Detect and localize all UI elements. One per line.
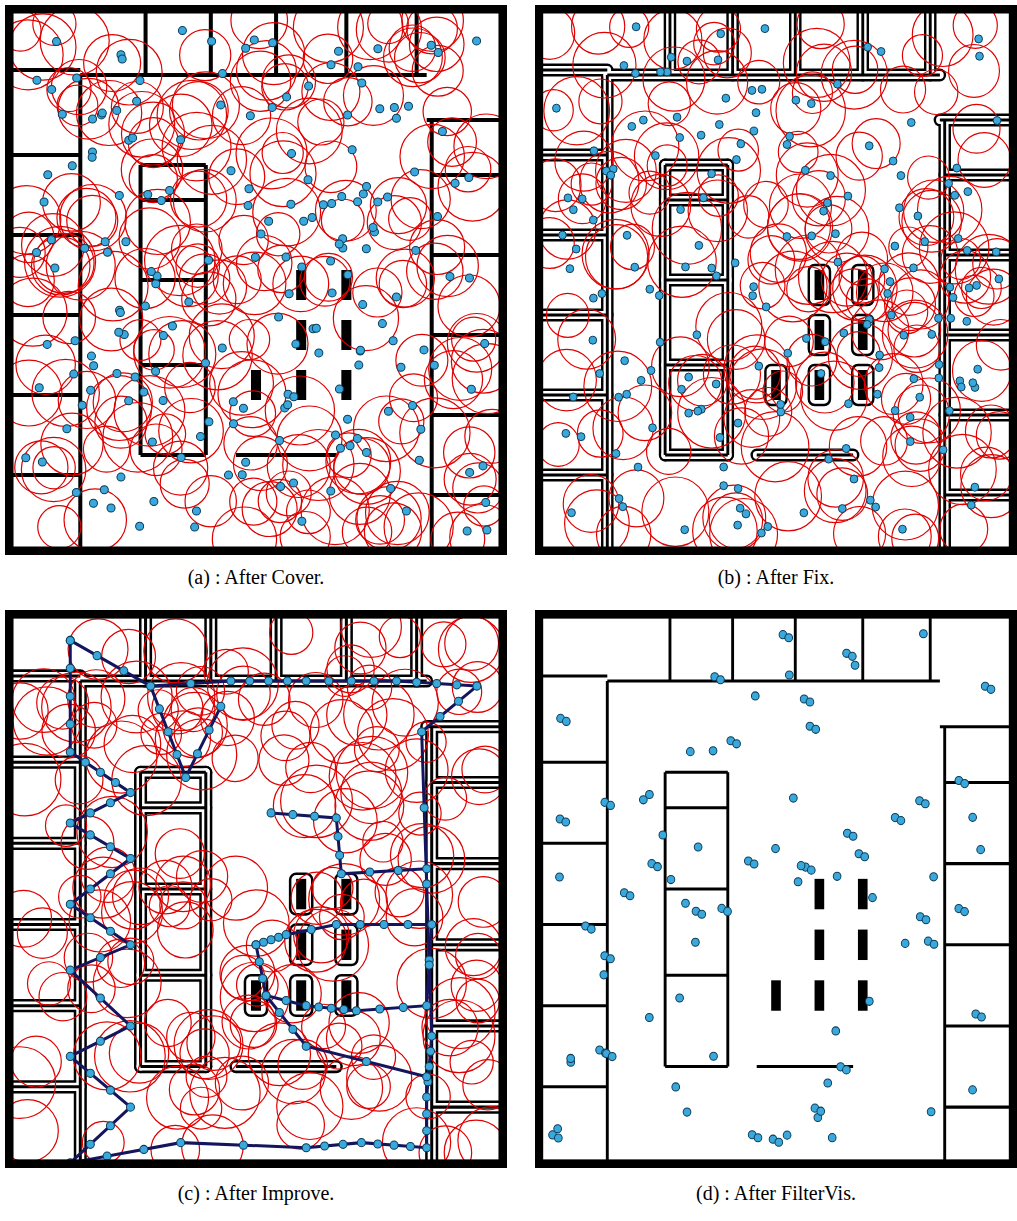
floor-plan-panel [535,610,1017,1168]
guard-points [22,27,491,535]
coverage-circles [5,610,507,1168]
guard-points [66,636,481,1167]
guard-points [553,23,1003,537]
floor-plan-panel [5,5,507,555]
walls [13,13,501,550]
guard-points [549,630,995,1147]
subfigure-caption: (a) : After Cover. [188,566,325,589]
walls [543,618,1012,1163]
coverage-circles [535,5,1017,555]
subfigure-caption: (b) : After Fix. [718,566,835,589]
walls [543,13,1012,550]
outer-wall [539,9,1013,551]
outer-wall [9,9,503,551]
coverage-circles [5,5,507,555]
subfigure-caption: (d) : After FilterVis. [696,1182,856,1205]
tour-path [70,640,477,1162]
walls [13,618,501,1163]
floor-plan-panel [535,5,1017,555]
outer-wall [9,614,503,1164]
outer-wall [539,614,1013,1164]
subfigure-caption: (c) : After Improve. [178,1182,335,1205]
floor-plan-panel [5,610,507,1168]
